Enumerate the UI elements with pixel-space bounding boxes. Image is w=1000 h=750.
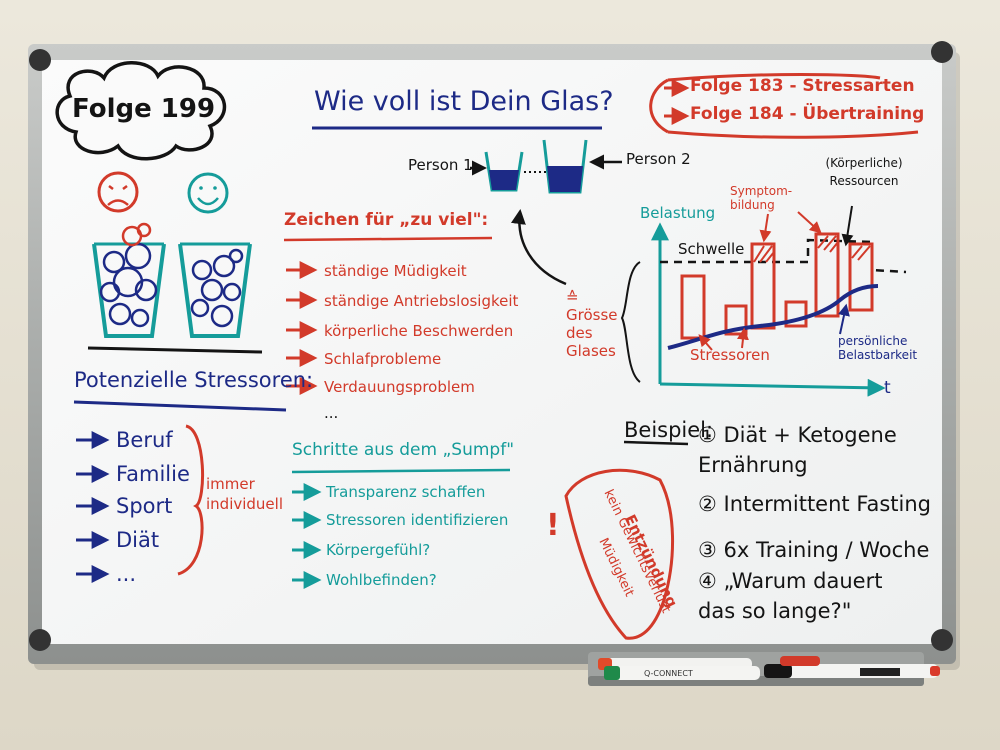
chart-stressors-label: Stressoren: [690, 346, 770, 364]
step-item-1: Transparenz schaffen: [326, 483, 486, 501]
step-item-2: Stressoren identifizieren: [326, 511, 509, 529]
episode-cloud: [55, 61, 227, 161]
sign-item-2: ständige Antriebslosigkeit: [324, 292, 519, 310]
sad-face-icon: [97, 171, 139, 213]
glass-person1-icon: [484, 151, 524, 192]
marker-red-cap: [780, 656, 820, 666]
board-surface: [42, 60, 942, 644]
person1-label: Person 1: [408, 156, 473, 174]
example-item-2: ② Intermittent Fasting: [698, 492, 931, 516]
marker-green[interactable]: [604, 666, 760, 680]
step-item-3: Körpergefühl?: [326, 541, 431, 559]
overfull-glass-icon: [92, 222, 166, 338]
chart-symptom-label: Symptom-bildung: [730, 184, 793, 212]
stress-chart: [620, 205, 907, 397]
chart-threshold-line: [660, 238, 907, 274]
example-title: Beispiel:: [624, 418, 714, 442]
marker-brand-label: Q-CONNECT: [644, 669, 693, 678]
step-item-4: Wohlbefinden?: [326, 571, 437, 589]
inflammation-bubble: [564, 468, 674, 640]
glass-with-stones-icon: [178, 242, 252, 338]
sign-item-more: ...: [324, 404, 339, 422]
chart-y-label: Belastung: [640, 204, 716, 222]
stressor-item-5: ...: [116, 562, 137, 586]
ref-episode-184[interactable]: Folge 184 - Übertraining: [690, 104, 925, 124]
stressors-title: Potenzielle Stressoren:: [74, 368, 314, 392]
chart-x-label: t: [884, 378, 891, 398]
marker-black[interactable]: [764, 664, 940, 678]
sign-item-5: Verdauungsproblem: [324, 378, 475, 396]
chart-stressor-bars: [680, 232, 874, 340]
glass-size-note: ≙ Grösse des Glases: [566, 288, 618, 360]
page-title: Wie voll ist Dein Glas?: [314, 86, 614, 117]
example-item-1: ① Diät + Ketogene Ernährung: [698, 423, 897, 477]
stressors-individual-note: immer individuell: [206, 475, 283, 513]
chart-x-axis: [659, 378, 886, 397]
example-item-4: ④ „Warum dauert das so lange?": [698, 569, 883, 623]
person2-label: Person 2: [626, 150, 691, 168]
sign-item-3: körperliche Beschwerden: [324, 322, 514, 340]
episode-label: Folge 199: [72, 94, 216, 124]
stressor-item-4: Diät: [116, 528, 160, 552]
stressor-item-3: Sport: [116, 494, 173, 518]
stressor-item-2: Familie: [116, 462, 190, 486]
ref-episode-183[interactable]: Folge 183 - Stressarten: [690, 76, 915, 96]
chart-threshold-label: Schwelle: [678, 240, 745, 258]
chart-resources-label: (Körperliche) Ressourcen: [825, 156, 903, 188]
chart-capacity-label: persönliche Belastbarkeit: [838, 334, 918, 362]
steps-title: Schritte aus dem „Sumpf": [292, 440, 515, 460]
inflammation-exclamation: !: [546, 508, 560, 543]
stressor-item-1: Beruf: [116, 428, 173, 452]
glass-person2-icon: [542, 139, 588, 194]
sign-item-4: Schlafprobleme: [324, 350, 442, 368]
example-item-3: ③ 6x Training / Woche: [698, 538, 930, 562]
sign-item-1: ständige Müdigkeit: [324, 262, 467, 280]
signs-title: Zeichen für „zu viel":: [284, 210, 489, 230]
happy-face-icon: [187, 172, 229, 214]
